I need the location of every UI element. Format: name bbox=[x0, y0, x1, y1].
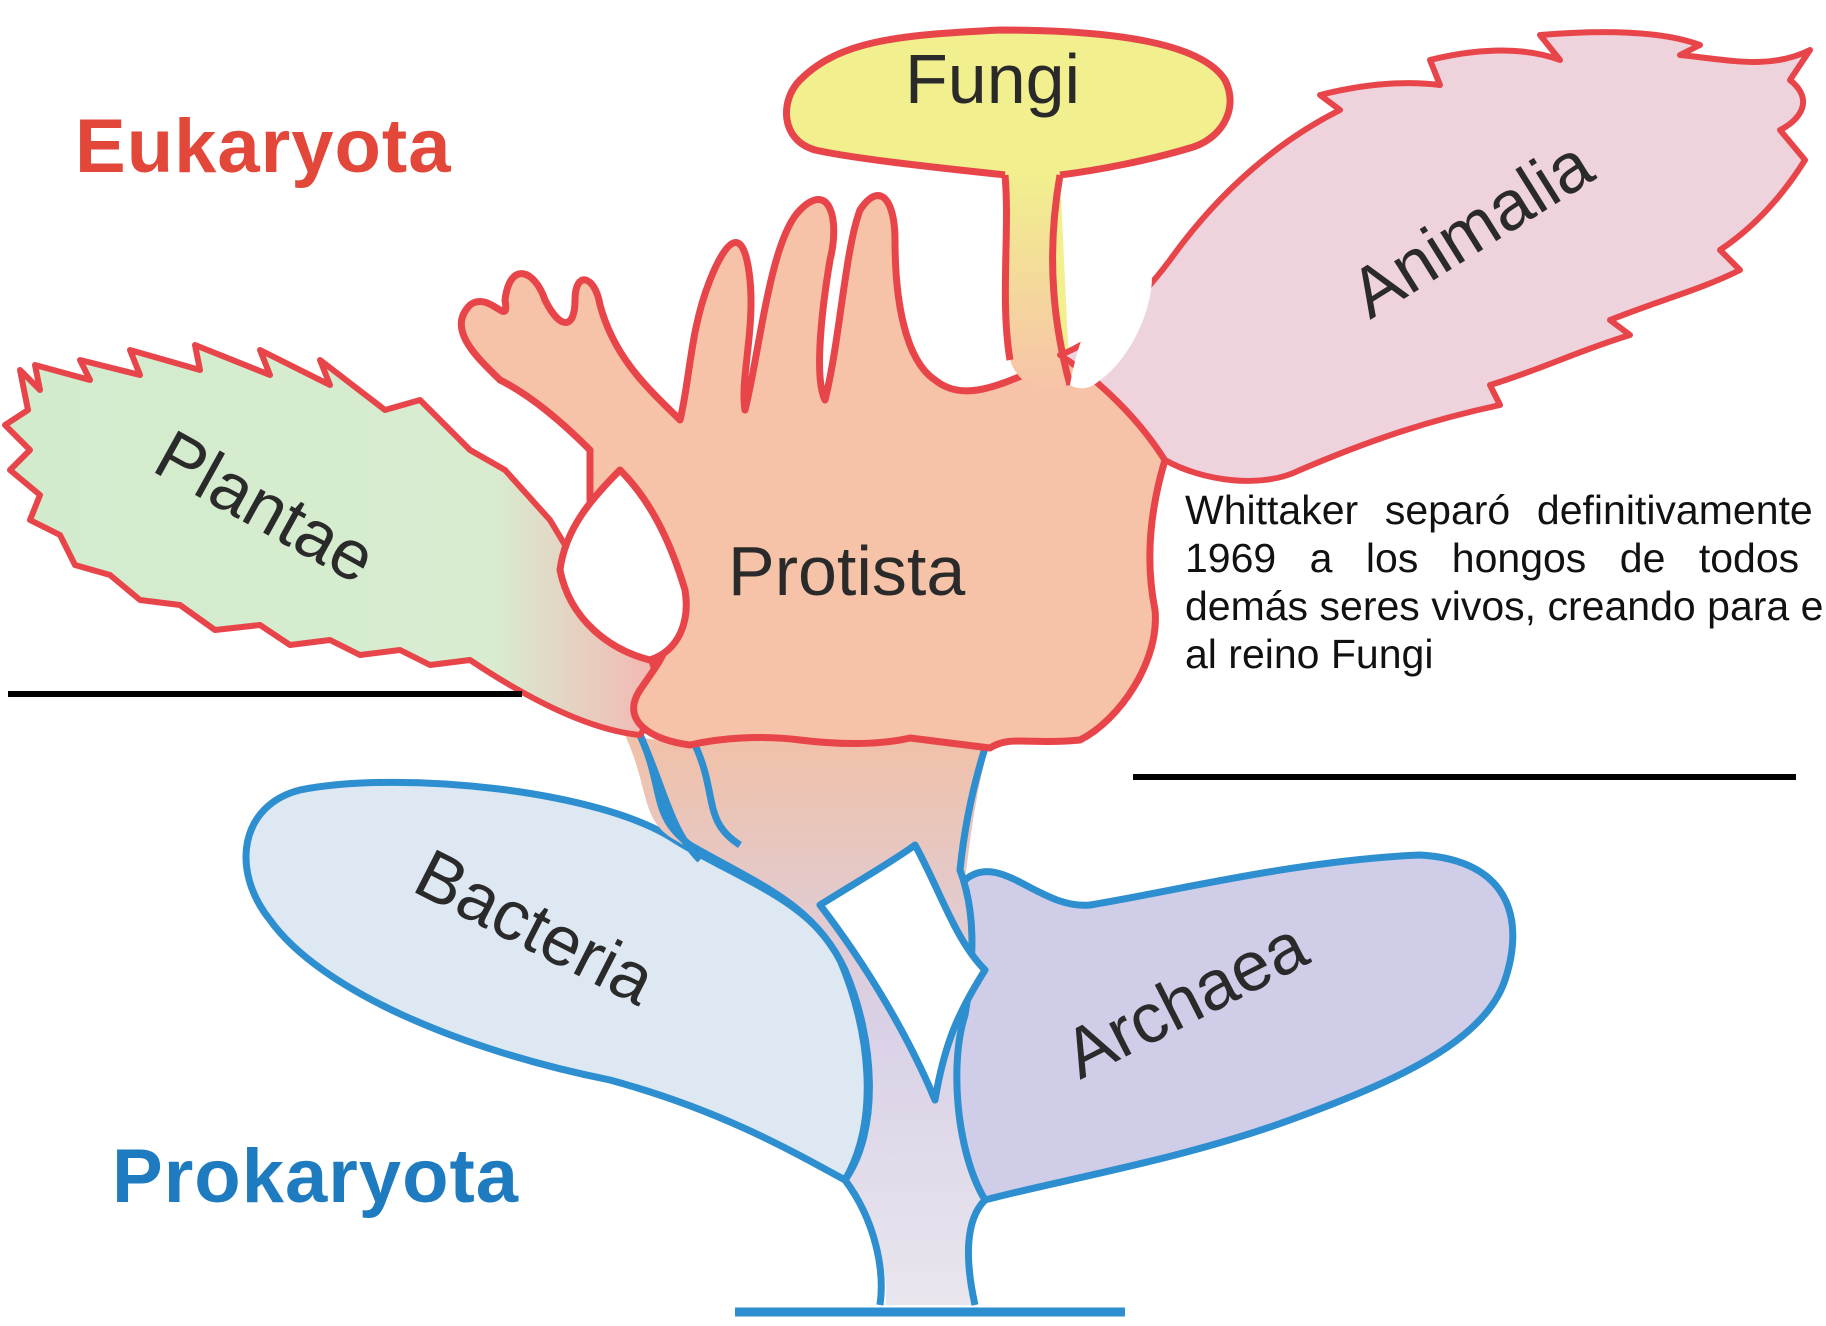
note-clip: Whittaker separó definitivamente en 1969… bbox=[1185, 486, 1826, 776]
protista-label: Protista bbox=[728, 532, 965, 610]
eukaryota-label: Eukaryota bbox=[75, 104, 452, 189]
fungi-label: Fungi bbox=[905, 40, 1080, 118]
archaea-branch bbox=[956, 855, 1513, 1200]
whittaker-note: Whittaker separó definitivamente en 1969… bbox=[1185, 486, 1826, 678]
prokaryota-label: Prokaryota bbox=[112, 1134, 519, 1219]
